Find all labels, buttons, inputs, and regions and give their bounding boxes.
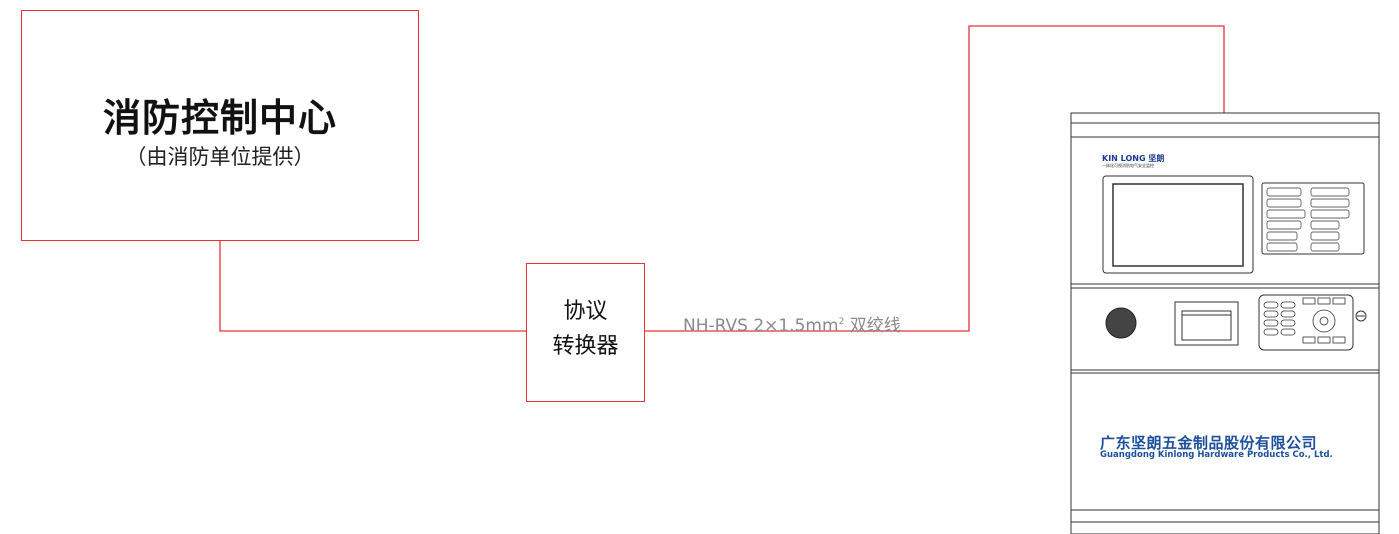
- key-lock-icon: [1355, 310, 1367, 322]
- converter-label-line2: 转换器: [552, 334, 619, 359]
- cable-spec-main: NH-RVS 2×1.5mm: [683, 316, 839, 336]
- indicator-panel: [1261, 182, 1365, 255]
- display-screen: [1102, 175, 1254, 274]
- converter-label-line1: 协议: [563, 299, 608, 324]
- cable-spec-tail: 双绞线: [844, 316, 901, 336]
- converter-label: 协议 转换器: [527, 294, 644, 364]
- printer-slot: [1174, 301, 1239, 346]
- protocol-converter-box: 协议 转换器: [526, 263, 645, 402]
- keypad: [1258, 294, 1354, 351]
- cable-spec-superscript: 2: [838, 317, 845, 327]
- control-center-title: 消防控制中心: [102, 96, 337, 140]
- device-brand-subtitle: 一体化可视消防电气安全监控: [1102, 163, 1154, 168]
- wire-center-to-converter: [219, 241, 526, 332]
- fire-control-center-box: 消防控制中心 （由消防单位提供）: [21, 10, 419, 241]
- device-brand-logo: KIN LONG 坚朗: [1102, 154, 1165, 163]
- company-name-cn: 广东坚朗五金制品股份有限公司: [1100, 434, 1318, 452]
- control-center-subtitle: （由消防单位提供）: [125, 145, 315, 169]
- speaker-icon: [1105, 307, 1137, 339]
- fire-monitor-cabinet: [1070, 112, 1380, 534]
- cable-spec-label: NH-RVS 2×1.5mm2 双绞线: [683, 311, 901, 336]
- company-name-en: Guangdong Kinlong Hardware Products Co.,…: [1100, 450, 1333, 460]
- wire-converter-to-device: [645, 25, 1225, 332]
